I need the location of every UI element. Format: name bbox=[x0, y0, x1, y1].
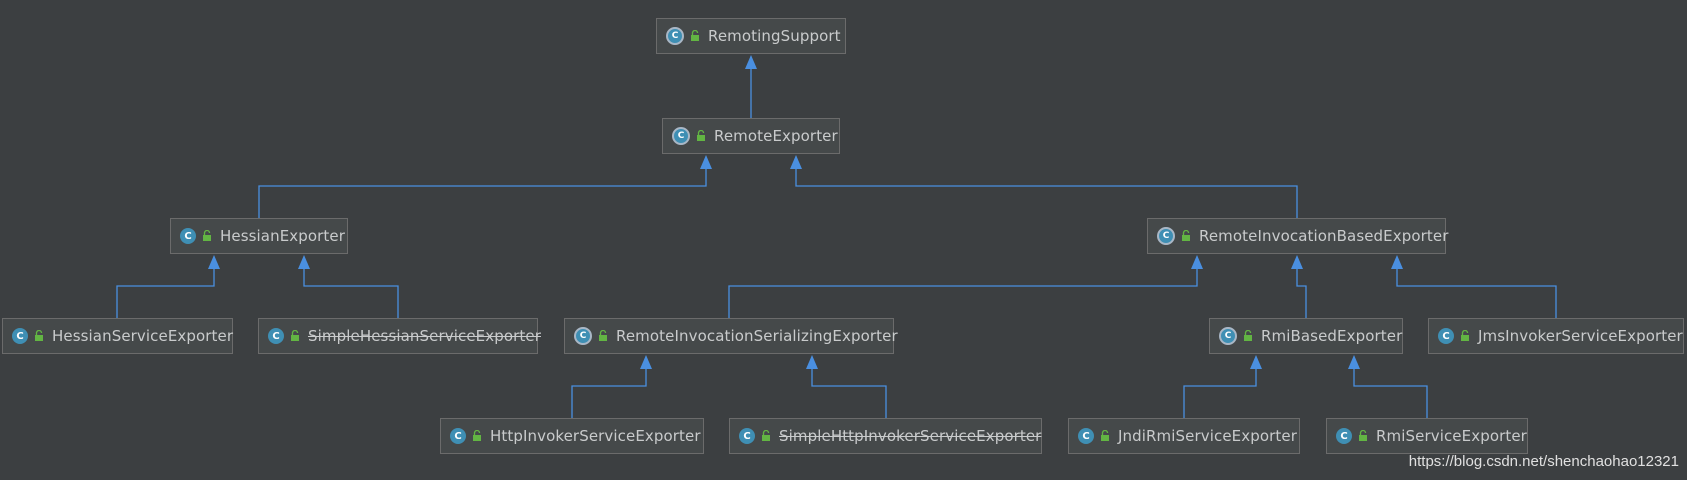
class-icon: C bbox=[1438, 328, 1454, 344]
arrowhead-icon bbox=[790, 155, 802, 169]
public-lock-icon bbox=[691, 30, 699, 41]
inheritance-edge-RemoteExporter-to-RemotingSupport bbox=[745, 55, 757, 118]
inheritance-edge-HttpInvokerServiceExporter-to-RemoteInvocationSerializingExporter bbox=[571, 355, 652, 418]
public-lock-icon bbox=[697, 130, 705, 141]
public-lock-icon bbox=[473, 430, 481, 441]
arrowhead-icon bbox=[1250, 355, 1262, 369]
class-name-label: RmiBasedExporter bbox=[1261, 327, 1403, 345]
watermark: https://blog.csdn.net/shenchaohao12321 bbox=[1408, 453, 1679, 470]
class-node-RemotingSupport[interactable]: C RemotingSupport bbox=[656, 18, 846, 54]
inheritance-edge-JmsInvokerServiceExporter-to-RemoteInvocationBasedExporter bbox=[1391, 255, 1557, 318]
inheritance-edge-RemoteInvocationBasedExporter-to-RemoteExporter bbox=[790, 155, 1298, 218]
edge-line bbox=[571, 369, 647, 418]
inheritance-edge-RmiBasedExporter-to-RemoteInvocationBasedExporter bbox=[1291, 255, 1307, 318]
class-node-JmsInvokerServiceExporter[interactable]: C JmsInvokerServiceExporter bbox=[1428, 318, 1684, 354]
class-name-label: JndiRmiServiceExporter bbox=[1118, 427, 1297, 445]
arrowhead-icon bbox=[1391, 255, 1403, 269]
class-node-HessianExporter[interactable]: C HessianExporter bbox=[170, 218, 348, 254]
public-lock-icon bbox=[1461, 330, 1469, 341]
inheritance-edge-JndiRmiServiceExporter-to-RmiBasedExporter bbox=[1183, 355, 1262, 418]
public-lock-icon bbox=[1182, 230, 1190, 241]
class-node-RmiServiceExporter[interactable]: C RmiServiceExporter bbox=[1326, 418, 1528, 454]
class-node-SimpleHessianServiceExporter[interactable]: C SimpleHessianServiceExporter bbox=[258, 318, 541, 354]
class-name-label: HessianServiceExporter bbox=[52, 327, 234, 345]
class-name-label: RemoteInvocationBasedExporter bbox=[1199, 227, 1449, 245]
abstract-class-icon: C bbox=[1219, 327, 1237, 345]
arrowhead-icon bbox=[745, 55, 757, 69]
class-name-label: RemoteExporter bbox=[714, 127, 838, 145]
inheritance-edge-RmiServiceExporter-to-RmiBasedExporter bbox=[1348, 355, 1428, 418]
class-node-JndiRmiServiceExporter[interactable]: C JndiRmiServiceExporter bbox=[1068, 418, 1300, 454]
class-icon: C bbox=[12, 328, 28, 344]
inheritance-edge-SimpleHttpInvokerServiceExporter-to-RemoteInvocationSerializingExporter bbox=[806, 355, 887, 418]
class-icon: C bbox=[1078, 428, 1094, 444]
edge-line bbox=[728, 269, 1198, 318]
abstract-class-icon: C bbox=[574, 327, 592, 345]
class-node-RemoteInvocationBasedExporter[interactable]: C RemoteInvocationBasedExporter bbox=[1147, 218, 1449, 254]
inheritance-edge-HessianServiceExporter-to-HessianExporter bbox=[116, 255, 220, 318]
public-lock-icon bbox=[291, 330, 299, 341]
public-lock-icon bbox=[1101, 430, 1109, 441]
edge-line bbox=[811, 369, 887, 418]
public-lock-icon bbox=[1244, 330, 1252, 341]
class-node-SimpleHttpInvokerServiceExporter[interactable]: C SimpleHttpInvokerServiceExporter bbox=[729, 418, 1042, 454]
class-name-label: SimpleHttpInvokerServiceExporter bbox=[779, 427, 1042, 445]
public-lock-icon bbox=[1359, 430, 1367, 441]
public-lock-icon bbox=[35, 330, 43, 341]
class-icon: C bbox=[739, 428, 755, 444]
edge-line bbox=[1183, 369, 1257, 418]
edge-line bbox=[258, 169, 707, 218]
class-name-label: RmiServiceExporter bbox=[1376, 427, 1527, 445]
inheritance-edge-SimpleHessianServiceExporter-to-HessianExporter bbox=[298, 255, 399, 318]
class-node-RmiBasedExporter[interactable]: C RmiBasedExporter bbox=[1209, 318, 1403, 354]
abstract-class-icon: C bbox=[672, 127, 690, 145]
class-icon: C bbox=[1336, 428, 1352, 444]
arrowhead-icon bbox=[1191, 255, 1203, 269]
public-lock-icon bbox=[762, 430, 770, 441]
arrowhead-icon bbox=[208, 255, 220, 269]
arrowhead-icon bbox=[806, 355, 818, 369]
edge-line bbox=[303, 269, 399, 318]
class-icon: C bbox=[180, 228, 196, 244]
arrowhead-icon bbox=[640, 355, 652, 369]
public-lock-icon bbox=[203, 230, 211, 241]
class-name-label: HessianExporter bbox=[220, 227, 346, 245]
abstract-class-icon: C bbox=[1157, 227, 1175, 245]
class-icon: C bbox=[268, 328, 284, 344]
arrowhead-icon bbox=[298, 255, 310, 269]
public-lock-icon bbox=[599, 330, 607, 341]
class-name-label: RemoteInvocationSerializingExporter bbox=[616, 327, 898, 345]
class-name-label: RemotingSupport bbox=[708, 27, 841, 45]
edge-line bbox=[116, 269, 215, 318]
arrowhead-icon bbox=[700, 155, 712, 169]
class-node-HessianServiceExporter[interactable]: C HessianServiceExporter bbox=[2, 318, 233, 354]
class-icon: C bbox=[450, 428, 466, 444]
inheritance-edge-HessianExporter-to-RemoteExporter bbox=[258, 155, 712, 218]
arrowhead-icon bbox=[1348, 355, 1360, 369]
arrowhead-icon bbox=[1291, 255, 1303, 269]
class-node-RemoteInvocationSerializingExporter[interactable]: C RemoteInvocationSerializingExporter bbox=[564, 318, 898, 354]
class-name-label: JmsInvokerServiceExporter bbox=[1478, 327, 1683, 345]
class-node-RemoteExporter[interactable]: C RemoteExporter bbox=[662, 118, 840, 154]
edge-line bbox=[1353, 369, 1428, 418]
class-name-label: SimpleHessianServiceExporter bbox=[308, 327, 541, 345]
abstract-class-icon: C bbox=[666, 27, 684, 45]
inheritance-edge-RemoteInvocationSerializingExporter-to-RemoteInvocationBasedExporter bbox=[728, 255, 1203, 318]
class-node-HttpInvokerServiceExporter[interactable]: C HttpInvokerServiceExporter bbox=[440, 418, 704, 454]
edge-line bbox=[795, 169, 1298, 218]
edge-line bbox=[1396, 269, 1557, 318]
edge-line bbox=[1296, 269, 1307, 318]
class-name-label: HttpInvokerServiceExporter bbox=[490, 427, 701, 445]
